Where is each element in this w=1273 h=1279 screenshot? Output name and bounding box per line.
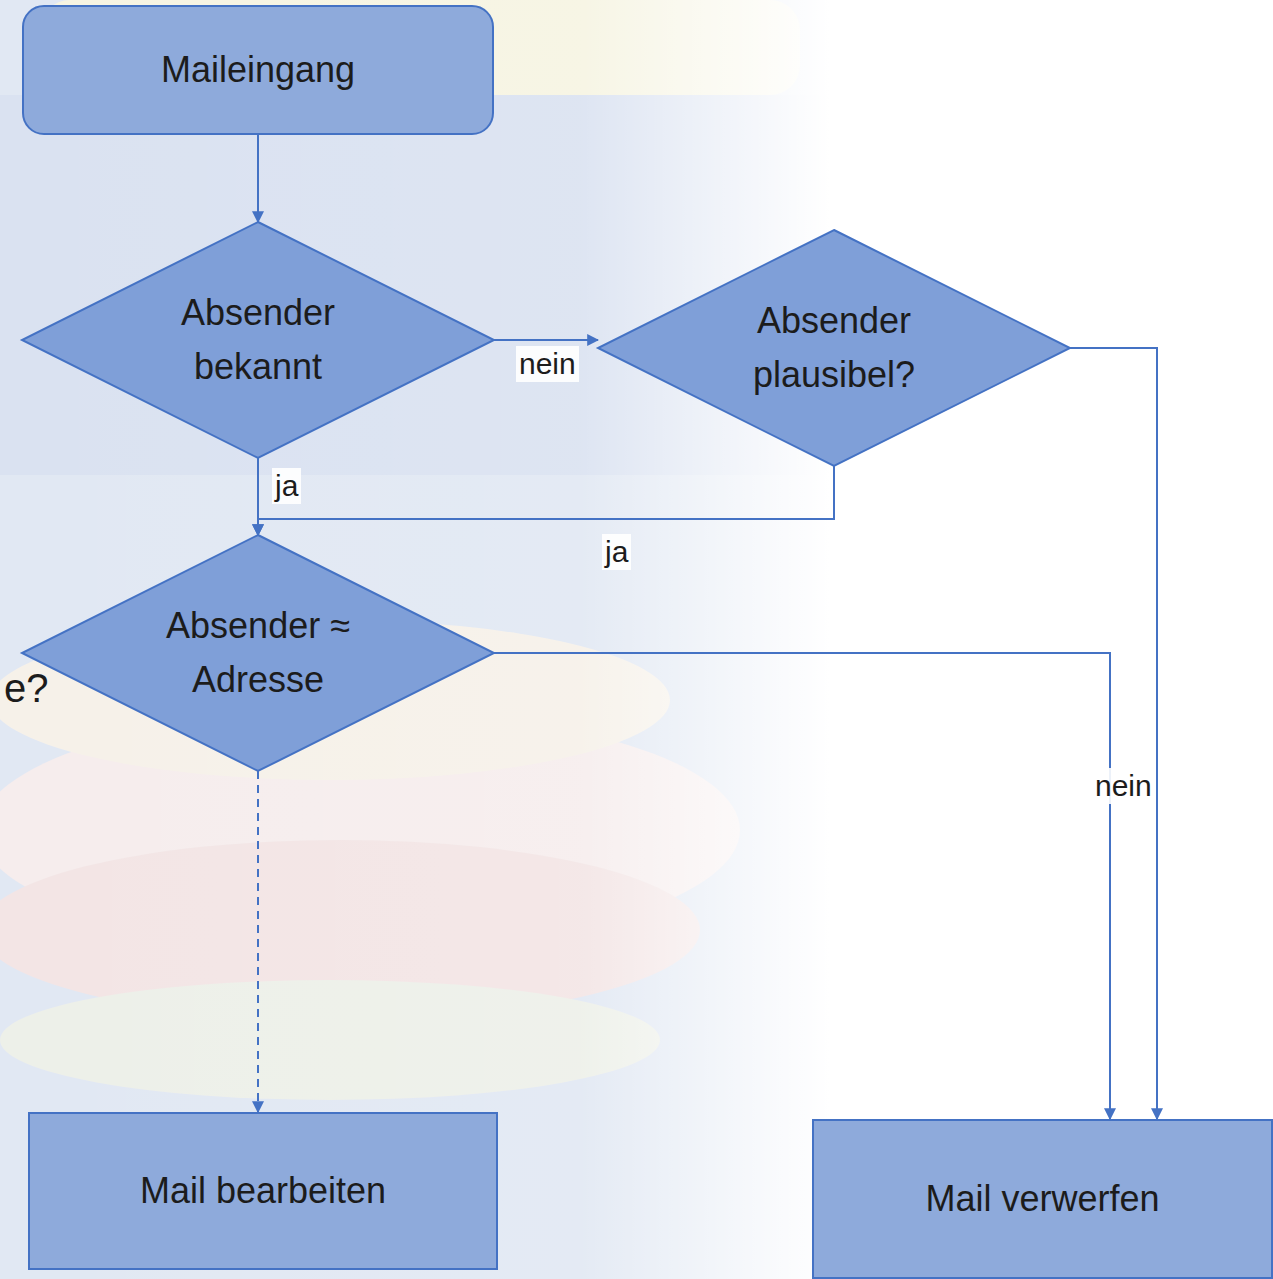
node-text-group: Maileingang	[161, 43, 355, 97]
flow-arrow	[257, 771, 259, 1112]
flow-arrow	[1070, 348, 1157, 1119]
process-box: Mail bearbeiten	[28, 1112, 498, 1270]
diamond-outline	[598, 230, 1070, 466]
node-label: Absender ≈ Adresse	[153, 599, 363, 707]
flow-arrow	[257, 135, 259, 222]
node-label: Mail bearbeiten	[140, 1164, 386, 1218]
edge-label: ja	[602, 534, 631, 570]
diamond-outline	[22, 222, 494, 458]
node-label: Maileingang	[161, 43, 355, 97]
flow-arrow	[494, 339, 598, 341]
can-body	[0, 0, 830, 1279]
fade-overlay	[0, 0, 830, 1279]
node-label: Absender bekannt	[153, 286, 363, 394]
node-text-group: Absender plausibel?	[729, 294, 939, 402]
edge-label: nein	[516, 346, 579, 382]
flow-arrow	[494, 653, 1110, 1119]
edge-label: ja	[272, 468, 301, 504]
decision-diamond: Absender bekannt	[22, 222, 494, 458]
node-label: Mail verwerfen	[925, 1172, 1159, 1226]
decision-diamond: Absender plausibel?	[598, 230, 1070, 466]
node-text-group: Mail bearbeiten	[140, 1164, 386, 1218]
node-text-group: Absender ≈ Adresse	[153, 599, 363, 707]
diamond-outline	[22, 535, 494, 771]
edge-label: nein	[1092, 768, 1155, 804]
flow-arrow	[258, 466, 834, 535]
process-box: Mail verwerfen	[812, 1119, 1273, 1279]
start-box: Maileingang	[22, 5, 494, 135]
fade-gradient	[0, 0, 830, 1279]
decision-diamond: Absender ≈ Adresse	[22, 535, 494, 771]
node-label: Absender plausibel?	[729, 294, 939, 402]
node-text-group: Absender bekannt	[153, 286, 363, 394]
slide-text-fragment: e?	[4, 664, 49, 712]
node-text-group: Mail verwerfen	[925, 1172, 1159, 1226]
